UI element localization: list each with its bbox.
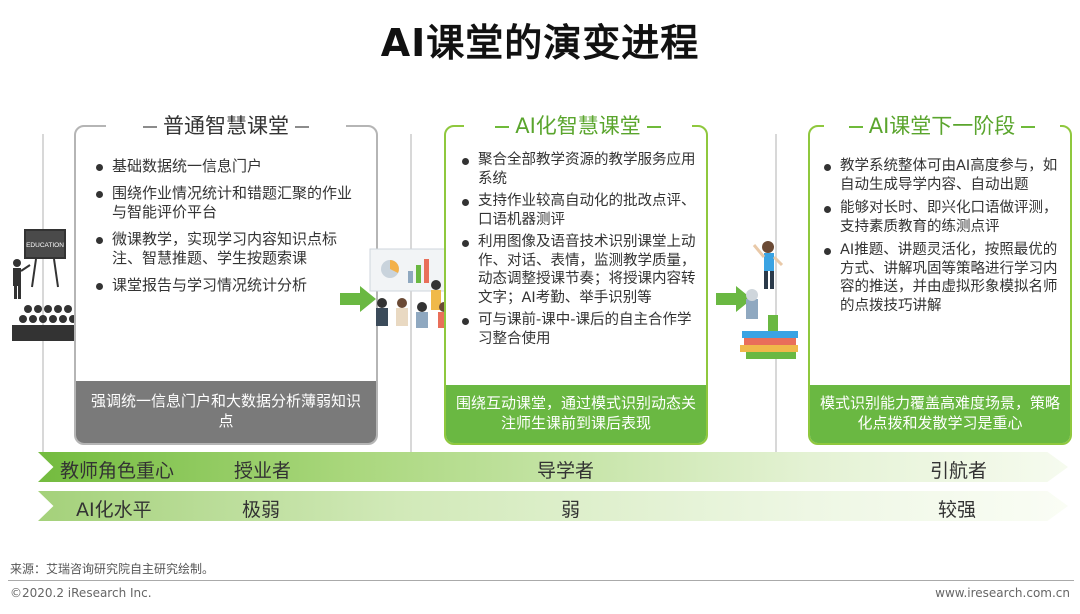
site-link[interactable]: www.iresearch.com.cn [935, 586, 1070, 600]
stage-title-box: AI化智慧课堂 [464, 109, 692, 143]
bullet-item: AI推题、讲题灵活化，按照最优的方式、讲解巩固等策略进行学习内容的推送，并由虚拟… [818, 241, 1064, 315]
bullet-item: 课堂报告与学习情况统计分析 [90, 276, 366, 295]
bullet-item: 可与课前-课中-课后的自主合作学习整合使用 [456, 311, 698, 348]
band-label: AI化水平 [76, 495, 152, 522]
band-value: 弱 [561, 495, 580, 522]
stage-card-ai: AI化智慧课堂 聚合全部教学资源的教学服务应用系统 支持作业较高自动化的批改点评… [444, 125, 708, 445]
student-books-illustration [738, 235, 804, 361]
ai-level-band [38, 491, 1068, 521]
title-dash [647, 126, 661, 128]
bullet-item: 支持作业较高自动化的批改点评、口语机器测评 [456, 192, 698, 229]
bullet-item: 基础数据统一信息门户 [90, 157, 366, 176]
bullet-list: 聚合全部教学资源的教学服务应用系统 支持作业较高自动化的批改点评、口语机器测评 … [456, 151, 698, 352]
stage-footer: 围绕互动课堂，通过模式识别动态关注师生课前到课后表现 [446, 385, 706, 443]
bullet-item: 微课教学，实现学习内容知识点标注、智慧推题、学生按题索课 [90, 230, 366, 268]
band-value: 授业者 [234, 456, 291, 483]
bullet-item: 聚合全部教学资源的教学服务应用系统 [456, 151, 698, 188]
stage-card-ordinary: 普通智慧课堂 基础数据统一信息门户 围绕作业情况统计和错题汇聚的作业与智能评价平… [74, 125, 378, 445]
teacher-audience-illustration: EDUCATION [8, 225, 80, 343]
bullet-item: 教学系统整体可由AI高度参与，如自动生成导学内容、自动出题 [818, 157, 1064, 194]
band-value: 导学者 [537, 456, 594, 483]
board-label: EDUCATION [26, 242, 64, 249]
title-dash [849, 126, 863, 128]
stage-footer: 强调统一信息门户和大数据分析薄弱知识点 [76, 381, 376, 443]
title-dash [495, 126, 509, 128]
stage-card-next: AI课堂下一阶段 教学系统整体可由AI高度参与，如自动生成导学内容、自动出题 能… [808, 125, 1072, 445]
stage-title-box: AI课堂下一阶段 [824, 109, 1060, 143]
stage-title: AI课堂下一阶段 [869, 114, 1016, 138]
band-value: 极弱 [242, 495, 280, 522]
stage-footer: 模式识别能力覆盖高难度场景，策略化点拨和发散学习是重心 [810, 385, 1070, 443]
title-dash [295, 126, 309, 128]
stage-title: AI化智慧课堂 [515, 114, 641, 138]
stage-title-box: 普通智慧课堂 [106, 109, 346, 143]
bullet-item: 能够对长时、即兴化口语做评测，支持素质教育的练测点评 [818, 199, 1064, 236]
title-dash [1021, 126, 1035, 128]
page-title: AI课堂的演变进程 [0, 12, 1080, 67]
title-dash [143, 126, 157, 128]
copyright: ©2020.2 iResearch Inc. [10, 586, 152, 600]
bullet-list: 教学系统整体可由AI高度参与，如自动生成导学内容、自动出题 能够对长时、即兴化口… [818, 157, 1064, 320]
bullet-item: 围绕作业情况统计和错题汇聚的作业与智能评价平台 [90, 184, 366, 222]
band-value: 较强 [938, 495, 976, 522]
bullet-list: 基础数据统一信息门户 围绕作业情况统计和错题汇聚的作业与智能评价平台 微课教学，… [90, 157, 366, 303]
band-value: 引航者 [930, 456, 987, 483]
stage-title: 普通智慧课堂 [163, 114, 289, 138]
bullet-item: 利用图像及语音技术识别课堂上动作、对话、表情，监测教学质量，动态调整授课节奏；将… [456, 233, 698, 307]
footer-divider [8, 580, 1074, 581]
band-label: 教师角色重心 [60, 456, 174, 483]
source-note: 来源：艾瑞咨询研究院自主研究绘制。 [10, 560, 214, 577]
